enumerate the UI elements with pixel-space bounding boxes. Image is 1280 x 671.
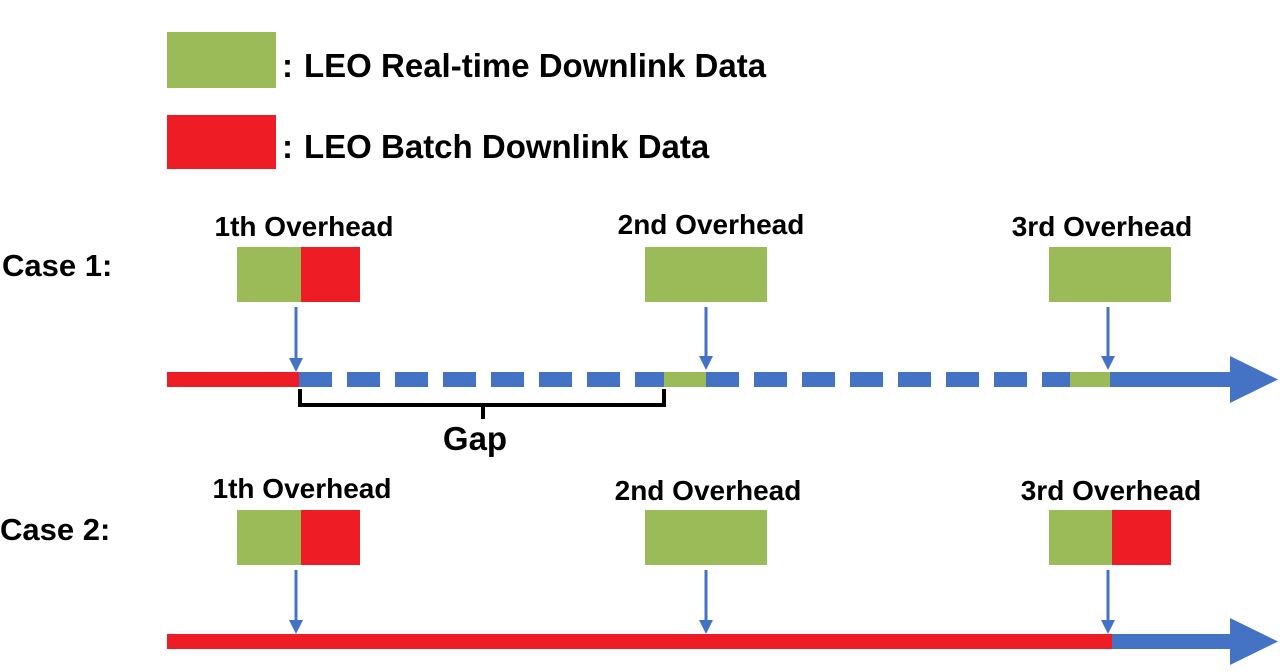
timeline <box>167 356 1278 403</box>
legend-swatch-batch <box>167 115 276 169</box>
gap-label: Gap <box>443 420 507 457</box>
legend-label-realtime: LEO Real-time Downlink Data <box>304 47 767 84</box>
timeline <box>167 618 1278 665</box>
realtime-segment <box>664 372 706 387</box>
overhead-label: 1th Overhead <box>213 473 392 504</box>
legend: : LEO Real-time Downlink Data : LEO Batc… <box>167 32 767 169</box>
down-arrow-icon <box>289 307 303 372</box>
batch-block <box>301 510 360 565</box>
batch-segment <box>167 634 1112 649</box>
down-arrow-icon <box>699 570 713 634</box>
realtime-block <box>237 247 301 302</box>
legend-colon: : <box>282 128 293 165</box>
timeline-arrowhead-icon <box>1230 356 1278 403</box>
case-1: Case 1: 1th Overhead 2nd Overhead 3rd Ov… <box>2 209 1278 457</box>
case-label: Case 1: <box>2 248 112 283</box>
batch-block <box>301 247 360 302</box>
down-arrow-icon <box>289 570 303 634</box>
overhead-label: 3rd Overhead <box>1021 475 1202 506</box>
case-label: Case 2: <box>0 512 110 547</box>
realtime-block <box>1049 247 1171 302</box>
legend-label-batch: LEO Batch Downlink Data <box>304 128 710 165</box>
overhead-label: 1th Overhead <box>215 211 394 242</box>
realtime-block <box>645 510 767 565</box>
batch-segment <box>167 372 299 387</box>
realtime-block <box>645 247 767 302</box>
solid-segment <box>1110 372 1234 387</box>
overhead-label: 3rd Overhead <box>1012 211 1193 242</box>
legend-colon: : <box>282 47 293 84</box>
down-arrow-icon <box>1101 570 1115 634</box>
case-2: Case 2: 1th Overhead 2nd Overhead 3rd Ov… <box>0 473 1278 665</box>
solid-segment <box>1112 634 1234 649</box>
realtime-block <box>237 510 301 565</box>
gap-bracket <box>298 389 666 419</box>
batch-block <box>1112 510 1171 565</box>
down-arrow-icon <box>1101 307 1115 370</box>
realtime-block <box>1049 510 1112 565</box>
down-arrow-icon <box>699 307 713 370</box>
legend-swatch-realtime <box>167 32 276 88</box>
overhead-label: 2nd Overhead <box>615 475 802 506</box>
overhead-label: 2nd Overhead <box>618 209 805 240</box>
realtime-segment <box>1070 372 1110 387</box>
timeline-arrowhead-icon <box>1230 618 1278 665</box>
